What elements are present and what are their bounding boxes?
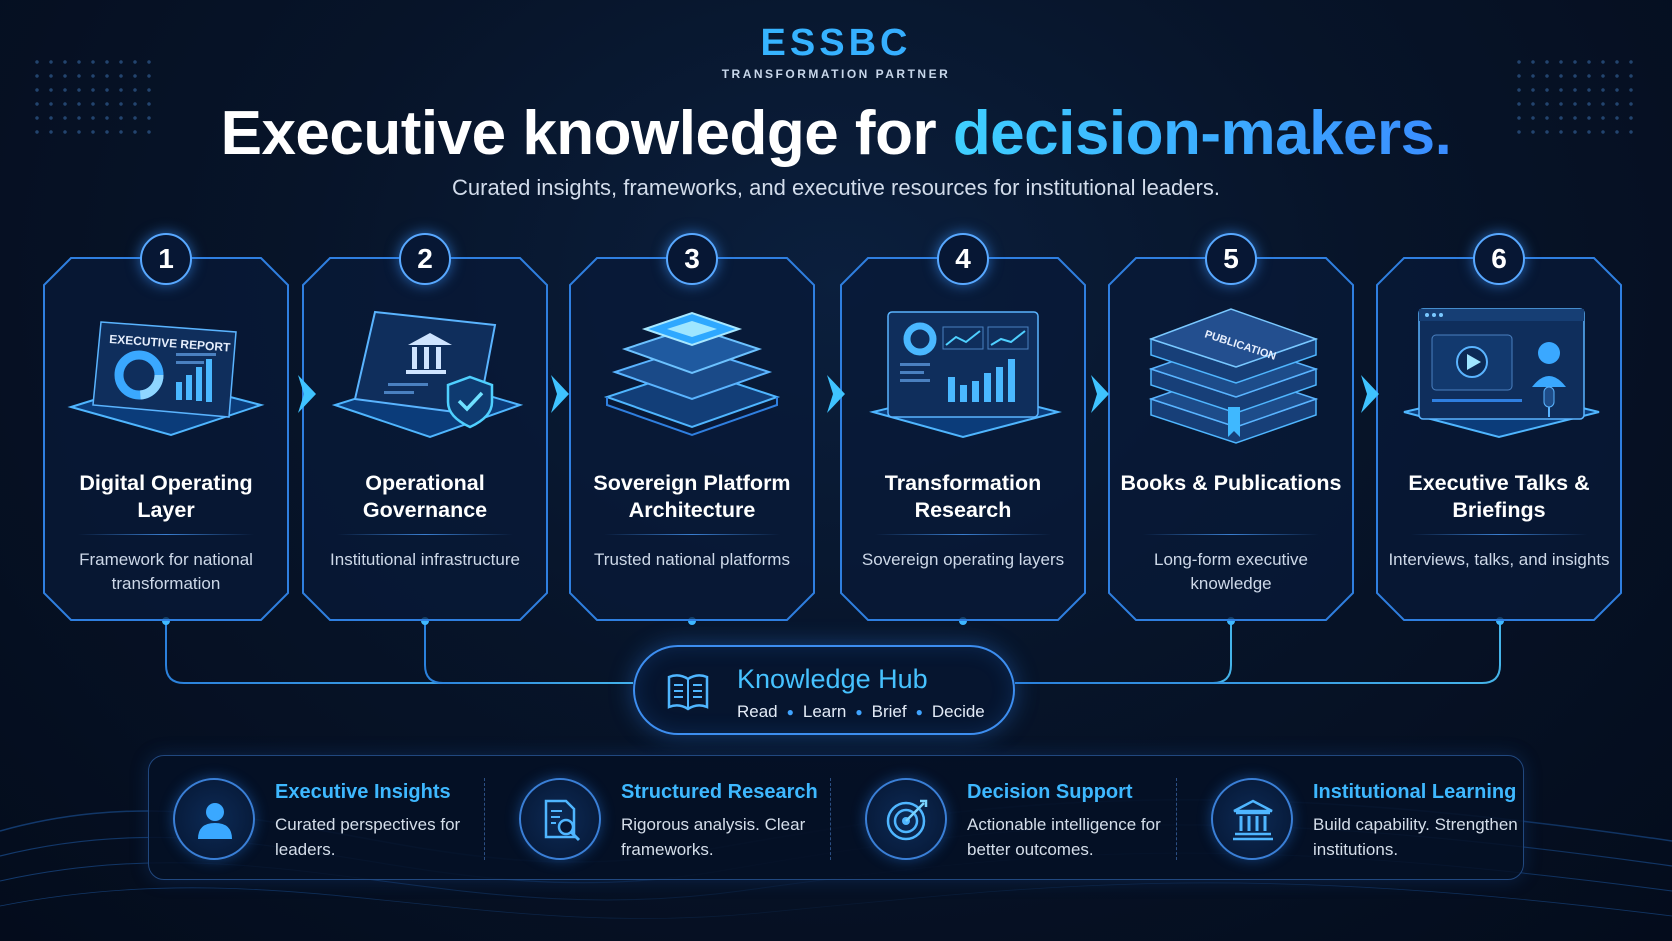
hub-title: Knowledge Hub <box>737 664 928 694</box>
divider <box>830 778 831 860</box>
step-number: 6 <box>1473 233 1525 285</box>
chevron-right-icon <box>551 375 569 413</box>
step-title: Sovereign Platform Architecture <box>593 471 791 522</box>
document-search-icon <box>544 799 581 842</box>
feature-icon-badge <box>865 778 947 860</box>
step-description: Interviews, talks, and insights <box>1388 550 1610 569</box>
decorative-dot-grid-left <box>30 55 160 135</box>
feature-structured-research[interactable]: Structured Research Rigorous analysis. C… <box>495 756 831 881</box>
title-accent: decision-makers. <box>952 99 1452 168</box>
feature-description: Rigorous analysis. Clear frameworks. <box>621 815 806 859</box>
feature-institutional-learning[interactable]: Institutional Learning Build capability.… <box>1187 756 1523 881</box>
hub-tag: Read <box>737 702 778 721</box>
hub-tag: Decide <box>931 702 985 721</box>
step-card-1[interactable]: 1 EXECUTIVE REPORT Digital Operating Lay… <box>43 233 289 621</box>
hub-tag: Learn <box>802 702 847 721</box>
features-bar: Executive Insights Curated perspectives … <box>148 755 1524 880</box>
step-title: Operational Governance <box>362 471 488 522</box>
person-icon <box>198 803 232 839</box>
step-number: 1 <box>140 233 192 285</box>
step-number: 5 <box>1205 233 1257 285</box>
feature-title: Executive Insights <box>275 781 451 803</box>
decorative-dot-grid-right <box>1512 55 1642 135</box>
research-dashboard-icon <box>869 311 1062 439</box>
feature-title: Institutional Learning <box>1313 781 1517 803</box>
divider <box>484 778 485 860</box>
feature-icon-badge <box>173 778 255 860</box>
page-subtitle: Curated insights, frameworks, and execut… <box>452 175 1220 200</box>
step-number: 4 <box>937 233 989 285</box>
divider <box>604 534 780 535</box>
divider <box>1143 534 1319 535</box>
document-icon <box>667 674 709 711</box>
step-title: Transformation Research <box>884 471 1042 522</box>
divider <box>337 534 513 535</box>
step-card-3[interactable]: 3 Sovereign Platform Architecture Truste… <box>569 233 815 621</box>
books-icon: PUBLICATION <box>1148 308 1319 444</box>
divider <box>78 534 254 535</box>
step-number: 3 <box>666 233 718 285</box>
step-description: Framework for national transformation <box>79 550 253 593</box>
executive-report-icon: EXECUTIVE REPORT <box>67 321 265 437</box>
step-description: Trusted national platforms <box>594 550 790 569</box>
page-title: Executive knowledge for decision-makers. <box>0 98 1672 169</box>
brand-logo-text: ESSBC <box>0 22 1672 65</box>
feature-executive-insights[interactable]: Executive Insights Curated perspectives … <box>149 756 485 881</box>
chevron-right-icon <box>1361 375 1379 413</box>
step-card-6[interactable]: 6 Executive Talks & Briefings Interviews… <box>1376 233 1622 621</box>
institution-icon <box>1233 799 1273 841</box>
step-card-5[interactable]: 5 PUBLICATION Books & Publications Long-… <box>1108 233 1354 621</box>
hub-tag: Brief <box>871 702 907 721</box>
chevron-right-icon <box>1091 375 1109 413</box>
step-card-2[interactable]: 2 Operational Governance Institutional i… <box>302 233 548 621</box>
step-card-4[interactable]: 4 Transformation Research Sovereign oper… <box>840 233 1086 621</box>
chevron-right-icon <box>298 375 316 413</box>
feature-icon-badge <box>1211 778 1293 860</box>
step-title: Books & Publications <box>1120 471 1342 495</box>
governance-tablet-icon <box>331 310 524 439</box>
feature-description: Curated perspectives for leaders. <box>275 815 461 859</box>
step-title: Executive Talks & Briefings <box>1408 471 1590 522</box>
divider <box>1411 534 1587 535</box>
video-briefing-icon <box>1403 308 1600 439</box>
feature-description: Actionable intelligence for better outco… <box>967 815 1161 859</box>
bullet-icon: ● <box>786 705 794 719</box>
layered-platform-icon <box>603 311 781 437</box>
title-main: Executive knowledge for <box>220 99 953 168</box>
feature-decision-support[interactable]: Decision Support Actionable intelligence… <box>841 756 1177 881</box>
feature-icon-badge <box>519 778 601 860</box>
feature-title: Decision Support <box>967 781 1133 803</box>
step-description: Institutional infrastructure <box>330 550 520 569</box>
feature-description: Build capability. Strengthen institution… <box>1313 815 1518 859</box>
knowledge-hub[interactable]: Knowledge Hub Read ● Learn ● Brief ● Decide <box>633 645 1015 735</box>
hub-tags: Read ● Learn ● Brief ● Decide <box>737 702 985 722</box>
step-title: Digital Operating Layer <box>79 471 253 522</box>
bullet-icon: ● <box>855 705 863 719</box>
divider <box>1176 778 1177 860</box>
step-description: Long-form executive knowledge <box>1153 550 1309 593</box>
divider <box>875 534 1051 535</box>
step-number: 2 <box>399 233 451 285</box>
step-description: Sovereign operating layers <box>861 550 1065 569</box>
brand-header: ESSBC TRANSFORMATION PARTNER <box>0 22 1672 81</box>
target-icon <box>886 799 928 841</box>
brand-tagline: TRANSFORMATION PARTNER <box>721 67 951 81</box>
chevron-right-icon <box>827 375 845 413</box>
bullet-icon: ● <box>915 705 923 719</box>
feature-title: Structured Research <box>621 781 818 803</box>
